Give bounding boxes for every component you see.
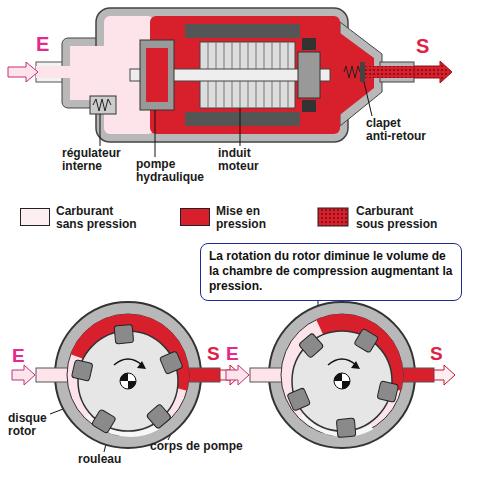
check-valve [344,62,365,82]
legend-swatch [180,208,210,226]
inlet-letter: E [12,346,25,366]
outlet-letter: S [430,344,443,364]
legend-text: Carburant sous pression [356,205,442,231]
roller [71,360,93,382]
outlet-letter: S [207,344,220,364]
rotor-hub-mark [334,373,350,389]
callout-box: La rotation du rotor diminue le volume d… [200,243,462,301]
outlet-arrow [434,365,455,385]
roller [336,418,356,438]
roller [354,328,379,353]
pump-chamber [281,314,403,436]
rotation-arrow [114,359,142,365]
roller-pumps [12,302,455,448]
rotation-arrowhead [137,361,146,369]
roller [91,409,116,434]
part-name: induit moteur [218,147,276,173]
inlet-arrow [8,62,38,82]
legend-text: Mise en pression [216,205,288,231]
pump-casing [36,8,414,142]
part-name: pompe hydraulique [136,158,214,184]
roller [377,381,399,403]
fuel-regions [36,16,414,134]
part-name: régulateur interne [62,147,142,173]
rotor-hub [334,373,350,389]
rotation-arrow [328,359,356,365]
roller [287,388,311,412]
rotor-disc [292,331,392,431]
legend-swatch [20,208,50,226]
motor [130,24,330,126]
rotor-hub-mark [120,373,136,389]
roller [159,351,183,375]
part-name: rouleau [78,453,121,466]
legend-text: Carburant sans pression [56,205,142,231]
roller [146,404,171,429]
inlet-arrow [12,365,35,385]
regulator [90,96,116,114]
outlet-letter: S [416,36,429,57]
rotor-disc [78,331,178,431]
pump-body [269,302,415,448]
roller [114,324,134,344]
legend-pattern-swatch [318,208,348,226]
pump-chamber [67,314,189,436]
part-name: corps de pompe [150,440,270,453]
inlet-letter: E [226,344,239,364]
inlet-arrow [226,365,249,385]
outlet-arrow [414,61,452,83]
hydraulic-pump [140,40,174,110]
rotor-hub [120,373,136,389]
callout-text: La rotation du rotor diminue le volume d… [209,249,453,294]
part-name: clapet anti-retour [366,117,427,143]
rotation-arrowhead [351,361,360,369]
pump-body [55,302,201,448]
inlet-letter: E [36,34,49,55]
roller [298,333,323,358]
part-name: disque rotor [8,412,60,438]
